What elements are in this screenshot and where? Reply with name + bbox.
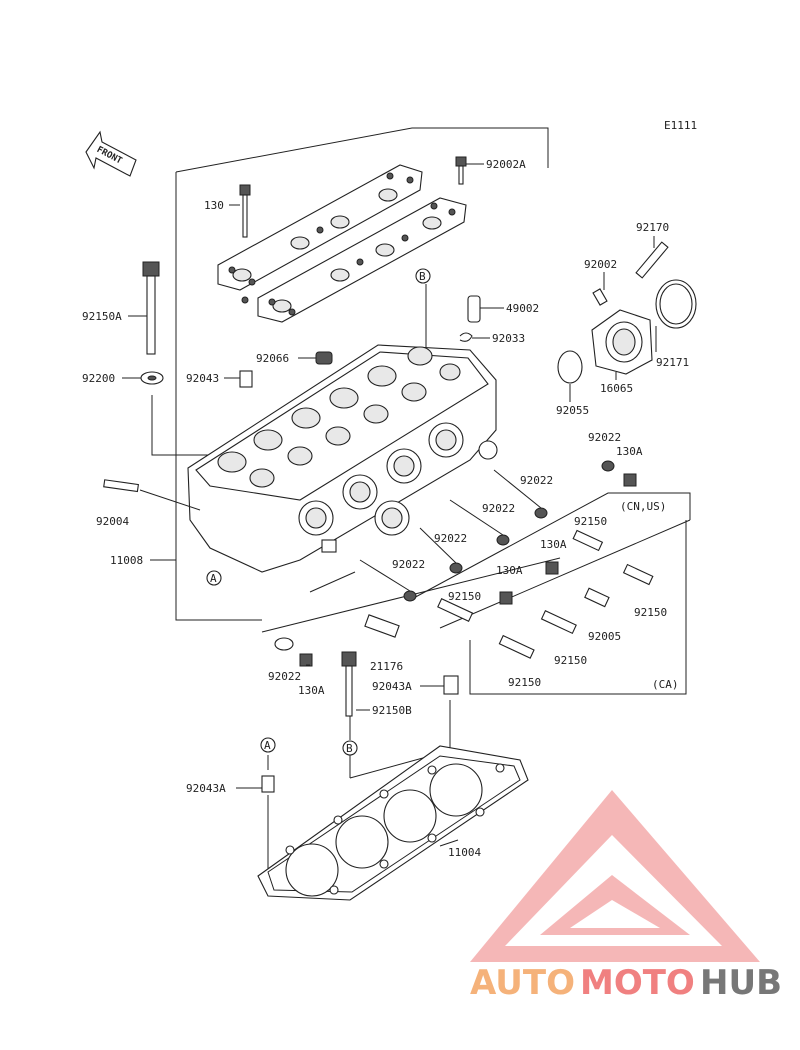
head-gasket: [257, 745, 529, 901]
label-cn-92150-a: 92150: [574, 515, 607, 528]
label-ca-92150-a: 92150: [554, 654, 587, 667]
label-cn-130A-b: 130A: [540, 538, 567, 551]
label-cn-92005: 92005: [588, 630, 621, 643]
label-group-cn-us: (CN,US): [620, 500, 666, 513]
label-21176: 21176: [370, 660, 403, 673]
front-arrow-icon: FRONT: [85, 130, 137, 177]
label-92066: 92066: [256, 352, 289, 365]
label-92033: 92033: [492, 332, 525, 345]
watermark-moto: MOTO: [580, 963, 695, 1003]
label-92170: 92170: [636, 221, 669, 234]
label-11004: 11004: [448, 846, 481, 859]
ref-a-mid: A: [210, 572, 217, 585]
label-92043A-a: 92043A: [372, 680, 412, 693]
watermark-auto: AUTO: [470, 963, 575, 1003]
label-92004: 92004: [96, 515, 129, 528]
label-130-top: 130: [204, 199, 224, 212]
cylinder-head: [187, 344, 498, 573]
label-cn-130A-c: 130A: [496, 564, 523, 577]
ref-b-top: B: [419, 270, 426, 283]
label-92043-top: 92043: [186, 372, 219, 385]
ref-b-bottom: B: [346, 742, 353, 755]
reference-markers: B A A B: [206, 268, 431, 756]
group-box-ca: [469, 520, 687, 695]
label-92200: 92200: [82, 372, 115, 385]
label-92022-f: 92022: [268, 670, 301, 683]
ref-a-bottom: A: [264, 739, 271, 752]
watermark-hub: HUB: [700, 963, 782, 1003]
label-92150B: 92150B: [372, 704, 412, 717]
label-92171: 92171: [656, 356, 689, 369]
group-box-cn-us: [409, 492, 691, 629]
label-92022-d: 92022: [434, 532, 467, 545]
label-49002: 49002: [506, 302, 539, 315]
label-group-ca: (CA): [652, 678, 679, 691]
small-parts: [103, 156, 697, 793]
label-92022-e: 92022: [392, 558, 425, 571]
label-cn-92150-b: 92150: [448, 590, 481, 603]
watermark-text: AUTO MOTO HUB: [470, 963, 782, 1003]
leader-lines: [122, 163, 657, 847]
part-labels: 92002A 130 92150A 92200 92066 92043 4900…: [82, 158, 689, 859]
label-92150A: 92150A: [82, 310, 122, 323]
label-92002A: 92002A: [486, 158, 526, 171]
label-92055: 92055: [556, 404, 589, 417]
label-16065: 16065: [600, 382, 633, 395]
watermark-logo: [470, 790, 760, 962]
label-cn-92150-c: 92150: [634, 606, 667, 619]
label-92022-a: 92022: [588, 431, 621, 444]
label-ca-92150-b: 92150: [508, 676, 541, 689]
label-11008: 11008: [110, 554, 143, 567]
label-130A-d: 130A: [298, 684, 325, 697]
label-92002: 92002: [584, 258, 617, 271]
camshaft-cap-assembly: [217, 164, 467, 323]
label-130A-a: 130A: [616, 445, 643, 458]
diagram-code: E1111: [664, 119, 697, 132]
label-92043A-b: 92043A: [186, 782, 226, 795]
label-92022-b: 92022: [520, 474, 553, 487]
label-92022-c: 92022: [482, 502, 515, 515]
